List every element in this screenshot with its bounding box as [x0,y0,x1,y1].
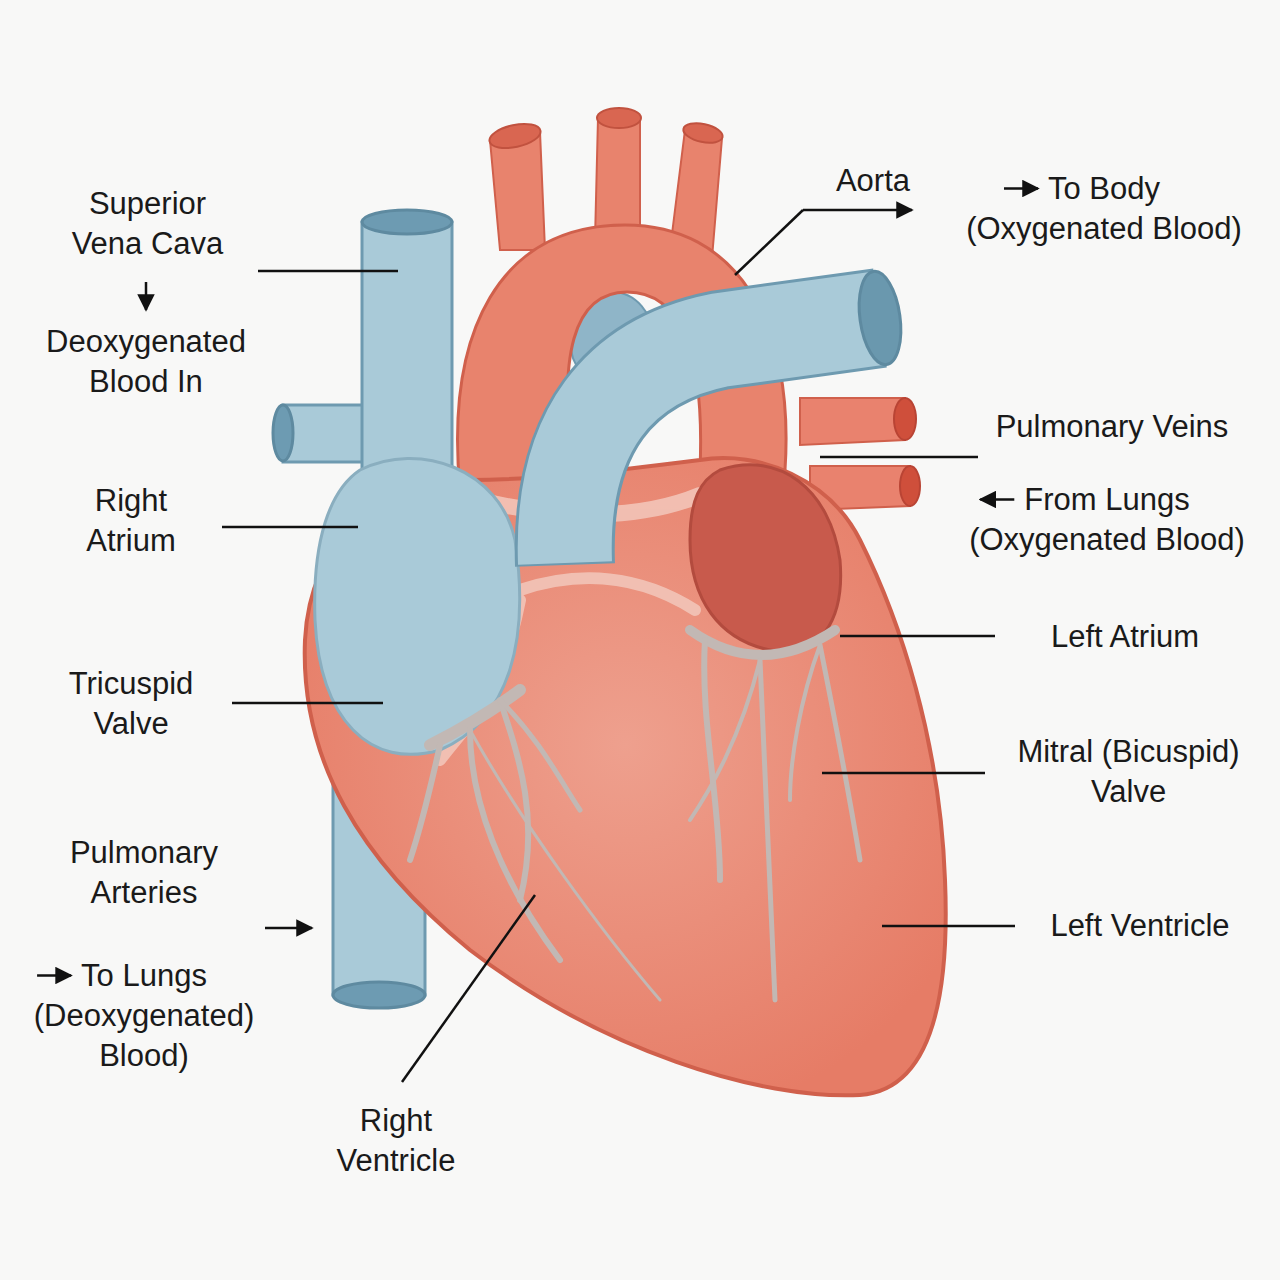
heart-body [305,458,946,1095]
part-label: Left Atrium [1040,617,1210,657]
part-label: Deoxygenated Blood In [26,322,266,402]
leader-lines [146,210,1015,1082]
superior-vena-cava [273,210,452,492]
part-label: Pulmonary Veins [972,407,1252,447]
part-label: To Lungs (Deoxygenated) Blood) [24,956,264,1076]
left-atrium [690,465,841,652]
part-label: Pulmonary Arteries [44,833,244,913]
direction-arrow [1004,187,1038,190]
part-label: From Lungs (Oxygenated Blood) [952,480,1262,560]
part-label: Right Atrium [66,481,196,561]
direction-arrow [37,974,71,977]
part-label: Right Ventricle [321,1101,471,1181]
part-label: To Body (Oxygenated Blood) [960,169,1248,249]
part-label: Mitral (Bicuspid) Valve [996,732,1261,812]
direction-arrow [980,498,1014,501]
right-atrium [315,458,520,754]
valve-chordae [410,630,860,1000]
part-label: Superior Vena Cava [60,184,235,264]
part-label: Tricuspid Valve [51,664,211,744]
part-label: Left Ventricle [1040,906,1240,946]
part-label: Aorta [828,161,918,201]
